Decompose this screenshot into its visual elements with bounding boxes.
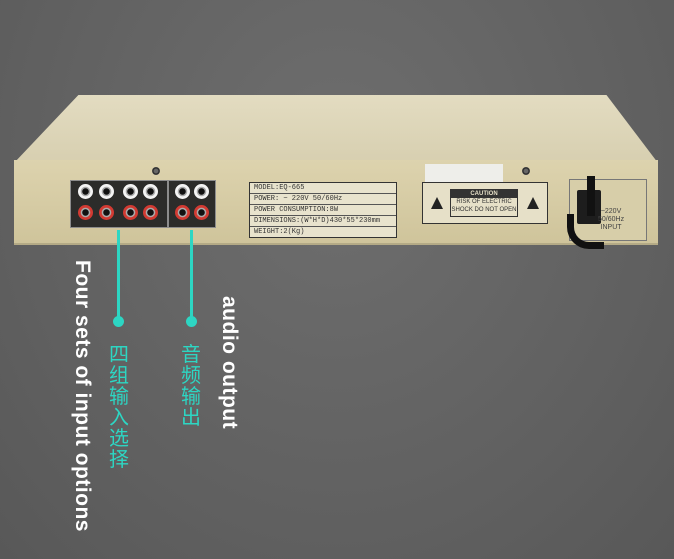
caution-title: CAUTION: [451, 190, 517, 198]
power-cord: [587, 176, 595, 216]
rca-jack-red: [99, 205, 114, 220]
power-label-line: ~220V: [600, 208, 622, 215]
specification-nameplate: MODEL:EQ-665 POWER: ~ 220V 50/60Hz POWER…: [249, 182, 397, 238]
warning-triangle-icon: [527, 197, 539, 209]
rca-jack-red: [175, 205, 190, 220]
output-caption-english: audio output: [218, 296, 241, 430]
power-label-line: INPUT: [600, 224, 622, 231]
output-caption-chinese: 音频输出: [181, 344, 201, 429]
device-top-cover: [14, 95, 658, 163]
input-leader-dot: [113, 316, 124, 327]
rca-jack-white: [123, 184, 138, 199]
rca-jack-white: [143, 184, 158, 199]
rca-jack-red: [78, 205, 93, 220]
caution-text: SHOCK DO NOT OPEN: [451, 207, 517, 213]
rca-jack-red: [123, 205, 138, 220]
caution-label: CAUTION RISK OF ELECTRIC SHOCK DO NOT OP…: [422, 182, 548, 224]
rca-jack-white: [78, 184, 93, 199]
input-jack-outline: [70, 180, 168, 228]
power-label: ~220V 50/60Hz INPUT: [598, 208, 624, 232]
nameplate-line: DIMENSIONS:(W*H*D)430*55*230mm: [250, 216, 396, 227]
output-leader-dot: [186, 316, 197, 327]
serial-sticker: [425, 164, 503, 185]
screw: [152, 167, 160, 175]
input-leader-line: [117, 230, 120, 320]
warning-triangle-icon: [431, 197, 443, 209]
caution-text: RISK OF ELECTRIC: [456, 199, 512, 205]
output-leader-line: [190, 230, 193, 320]
nameplate-line: POWER: ~ 220V 50/60Hz: [250, 194, 396, 205]
nameplate-line: POWER CONSUMPTION:8W: [250, 205, 396, 216]
rca-jack-white: [194, 184, 209, 199]
caution-box: CAUTION RISK OF ELECTRIC SHOCK DO NOT OP…: [450, 189, 518, 217]
input-caption-chinese: 四组输入选择: [109, 344, 129, 471]
rca-jack-white: [175, 184, 190, 199]
rca-jack-red: [143, 205, 158, 220]
nameplate-line: WEIGHT:2(Kg): [254, 228, 305, 236]
power-label-line: 50/60Hz: [598, 216, 625, 223]
output-jack-outline: [168, 180, 216, 228]
rca-jack-white: [99, 184, 114, 199]
nameplate-line: MODEL:EQ-665: [250, 183, 396, 194]
screw: [522, 167, 530, 175]
input-caption-english: Four sets of input options: [71, 260, 94, 532]
rca-jack-red: [194, 205, 209, 220]
power-cord: [567, 214, 604, 249]
